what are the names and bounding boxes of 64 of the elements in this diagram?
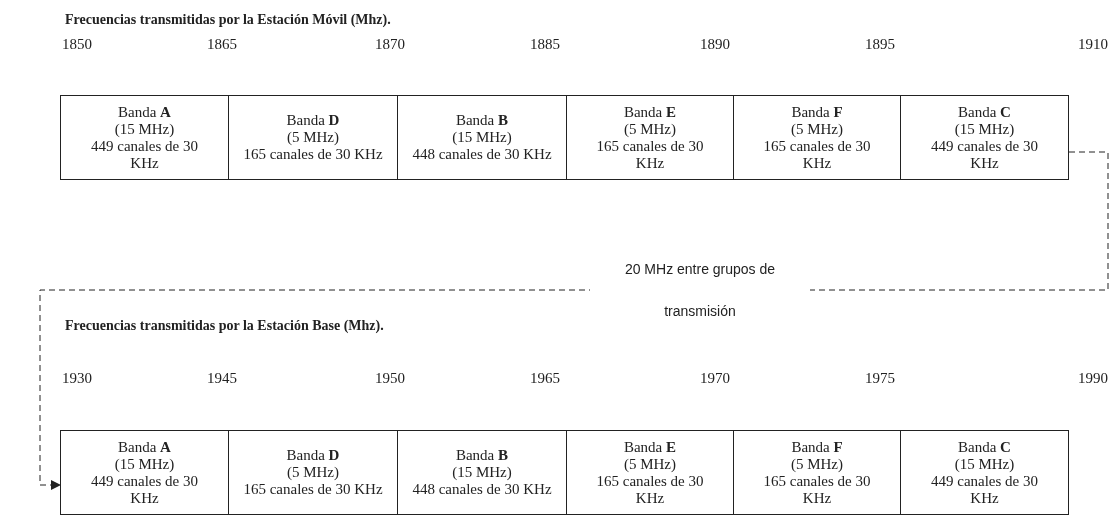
channel-text: 449 canales de 30 KHz <box>89 137 199 172</box>
band-box <box>397 95 567 180</box>
band-box <box>60 95 229 180</box>
band-box <box>60 430 229 515</box>
band-box <box>900 430 1069 515</box>
channel-text: 448 canales de 30 KHz <box>412 481 552 498</box>
frequency-tick: 1975 <box>865 370 895 387</box>
bandwidth-text: (15 MHz) <box>954 455 1015 473</box>
channel-text: 165 canales de 30 KHz <box>762 472 872 507</box>
channel-text: 165 canales de 30 KHz <box>243 481 383 498</box>
band-name: Banda B <box>455 112 509 129</box>
frequency-tick: 1870 <box>375 36 405 53</box>
bandwidth-text: (5 MHz) <box>790 455 844 473</box>
band-name: Banda F <box>791 438 843 456</box>
channel-text: 448 canales de 30 KHz <box>412 146 552 163</box>
band-box <box>900 95 1069 180</box>
bandwidth-text: (15 MHz) <box>954 120 1015 138</box>
band-name: Banda E <box>623 438 677 456</box>
frequency-tick: 1970 <box>700 370 730 387</box>
frequency-tick: 1950 <box>375 370 405 387</box>
channel-text: 165 canales de 30 KHz <box>595 472 705 507</box>
frequency-tick: 1990 <box>1078 370 1108 387</box>
channel-text: 449 canales de 30 KHz <box>929 137 1039 172</box>
frequency-tick: 1850 <box>62 36 92 53</box>
bandwidth-text: (5 MHz) <box>286 464 340 481</box>
band-name: Banda E <box>623 103 677 121</box>
frequency-tick: 1865 <box>207 36 237 53</box>
bandwidth-text: (15 MHz) <box>114 120 175 138</box>
band-box <box>397 430 567 515</box>
band-name: Banda C <box>958 438 1011 456</box>
channel-text: 449 canales de 30 KHz <box>929 472 1039 507</box>
bandwidth-text: (5 MHz) <box>623 455 677 473</box>
band-box <box>228 430 398 515</box>
frequency-tick: 1890 <box>700 36 730 53</box>
frequency-tick: 1885 <box>530 36 560 53</box>
band-box <box>733 95 901 180</box>
band-name: Banda A <box>118 103 171 121</box>
band-box <box>733 430 901 515</box>
band-box <box>566 430 734 515</box>
channel-text: 165 canales de 30 KHz <box>595 137 705 172</box>
band-name: Banda D <box>286 447 340 464</box>
section-heading: Frecuencias transmitidas por la Estación Base (Mhz). <box>65 318 384 334</box>
band-name: Banda D <box>286 112 340 129</box>
channel-text: 165 canales de 30 KHz <box>762 137 872 172</box>
frequency-tick: 1910 <box>1078 36 1108 53</box>
bandwidth-text: (15 MHz) <box>114 455 175 473</box>
band-box <box>228 95 398 180</box>
band-name: Banda B <box>455 447 509 464</box>
section-heading: Frecuencias transmitidas por la Estación Móvil (Mhz). <box>65 12 391 28</box>
frequency-tick: 1945 <box>207 370 237 387</box>
bandwidth-text: (15 MHz) <box>452 464 512 481</box>
frequency-tick: 1930 <box>62 370 92 387</box>
bandwidth-text: (5 MHz) <box>790 120 844 138</box>
channel-text: 165 canales de 30 KHz <box>243 146 383 163</box>
bandwidth-text: (5 MHz) <box>286 129 340 146</box>
band-box <box>566 95 734 180</box>
band-name: Banda F <box>791 103 843 121</box>
band-name: Banda A <box>118 438 171 456</box>
bandwidth-text: (5 MHz) <box>623 120 677 138</box>
frequency-tick: 1895 <box>865 36 895 53</box>
bandwidth-text: (15 MHz) <box>452 129 512 146</box>
channel-text: 449 canales de 30 KHz <box>89 472 199 507</box>
band-name: Banda C <box>958 103 1011 121</box>
frequency-tick: 1965 <box>530 370 560 387</box>
